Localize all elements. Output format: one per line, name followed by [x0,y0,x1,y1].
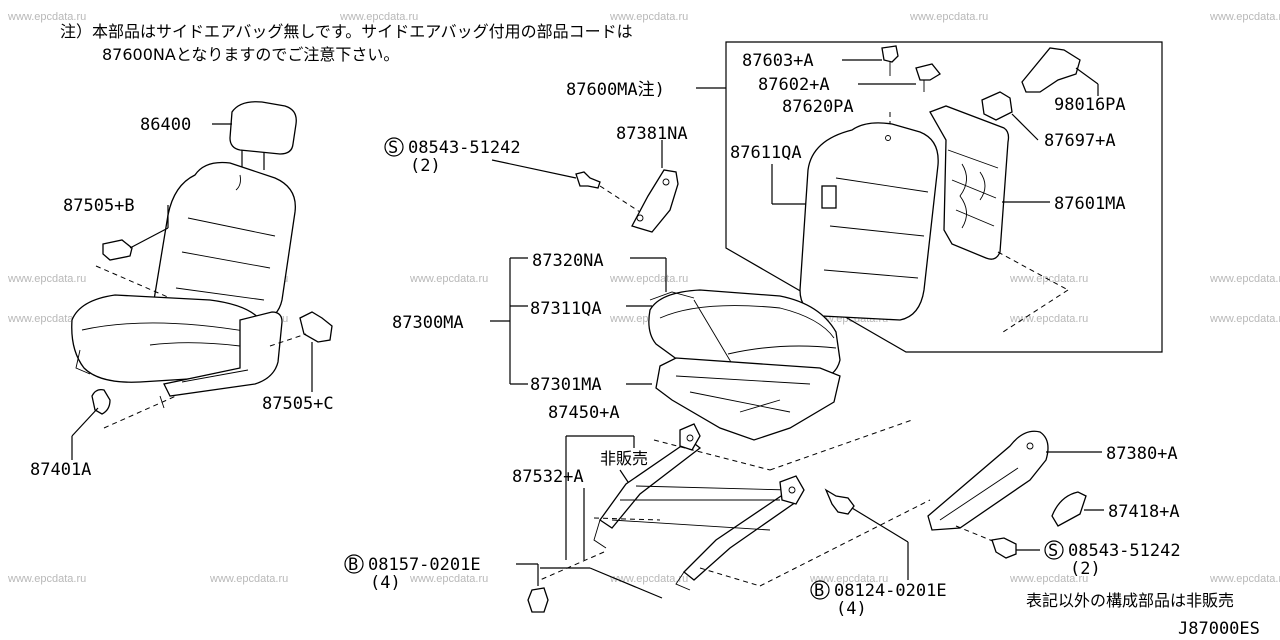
label-bolt-s2: 08543-51242 [1068,541,1181,561]
part-87697a-switch [981,91,1013,121]
part-87505c-cover [299,311,333,343]
watermark: www.epcdata.ru [1209,573,1280,585]
part-98016pa-bracket [1021,47,1081,93]
diagram-code: J87000ES [1178,619,1260,639]
label-87450a: 87450+A [548,403,620,423]
label-bolt-b1-qty: (4) [370,573,401,593]
watermark: www.epcdata.ru [7,273,86,285]
part-87611qa-pocket [821,185,837,209]
part-87418a-knob [1051,491,1087,527]
label-87611qa: 87611QA [730,143,802,163]
part-screw-s1 [575,171,601,189]
label-87418a: 87418+A [1108,502,1180,522]
label-bolt-s1: 08543-51242 [408,138,521,158]
part-87401a-knob [91,388,111,415]
watermark: www.epcdata.ru [339,11,418,23]
watermark: www.epcdata.ru [609,11,688,23]
label-87380a: 87380+A [1106,444,1178,464]
label-bolt-b2: 08124-0201E [834,581,947,601]
watermark: www.epcdata.ru [909,11,988,23]
part-87505b-clip [102,239,133,261]
watermark: www.epcdata.ru [409,273,488,285]
part-87450a-seat-slide [593,423,805,591]
label-87401a: 87401A [30,460,91,480]
watermark: www.epcdata.ru [209,573,288,585]
part-87603a-guide [881,45,899,63]
watermark: www.epcdata.ru [7,11,86,23]
label-87603a: 87603+A [742,51,814,71]
label-87505b: 87505+B [63,196,135,216]
label-87620pa: 87620PA [782,97,854,117]
complete-seat-illustration [71,101,297,409]
part-bolt-b1 [527,587,549,613]
label-86400: 86400 [140,115,191,135]
label-87301ma: 87301MA [530,375,602,395]
watermark: www.epcdata.ru [409,573,488,585]
marker-s-2: S [1048,541,1058,561]
label-87601ma: 87601MA [1054,194,1126,214]
note-line-1: 注）本部品はサイドエアバッグ無しです。サイドエアバッグ付用の部品コードは [60,22,633,41]
watermark: www.epcdata.ru [1209,273,1280,285]
label-bolt-b1: 08157-0201E [368,555,481,575]
watermark: www.epcdata.ru [609,273,688,285]
watermark: www.epcdata.ru [1009,313,1088,325]
watermark: www.epcdata.ru [1209,313,1280,325]
seatback-assembly-box [725,41,1163,353]
label-bolt-s1-qty: (2) [410,156,441,176]
footnote-not-sold: 表記以外の構成部品は非販売 [1026,591,1234,610]
label-87697a: 87697+A [1044,131,1116,151]
label-87505c: 87505+C [262,394,334,414]
part-87301ma-frame [655,357,841,441]
watermark: www.epcdata.ru [1209,11,1280,23]
label-87320na: 87320NA [532,251,604,271]
part-87601ma-frame [929,105,1010,260]
label-87300ma: 87300MA [392,313,464,333]
label-87311qa: 87311QA [530,299,602,319]
part-87602a-guide [915,63,941,81]
part-seatback-trim [799,122,939,321]
note-line-2: 87600NAとなりますのでご注意下さい。 [102,45,399,64]
label-87532a: 87532+A [512,467,584,487]
label-87381na: 87381NA [616,124,688,144]
watermark: www.epcdata.ru [7,573,86,585]
label-not-sold: 非販売 [600,449,648,468]
part-87380a-side-cover [927,430,1049,531]
marker-b: B [348,555,358,575]
marker-b-2: B [814,581,824,601]
label-bolt-b2-qty: (4) [836,599,867,619]
watermark: www.epcdata.ru [7,313,86,325]
part-screw-s2 [991,537,1017,559]
label-98016pa: 98016PA [1054,95,1126,115]
part-bolt-b2 [824,488,855,515]
watermark: www.epcdata.ru [609,573,688,585]
watermark: www.epcdata.ru [809,573,888,585]
label-87600ma: 87600MA注) [566,80,665,100]
label-bolt-s2-qty: (2) [1070,559,1101,579]
watermark: www.epcdata.ru [1009,573,1088,585]
label-87602a: 87602+A [758,75,830,95]
marker-s: S [388,138,398,158]
part-87381na-cover [631,169,679,233]
